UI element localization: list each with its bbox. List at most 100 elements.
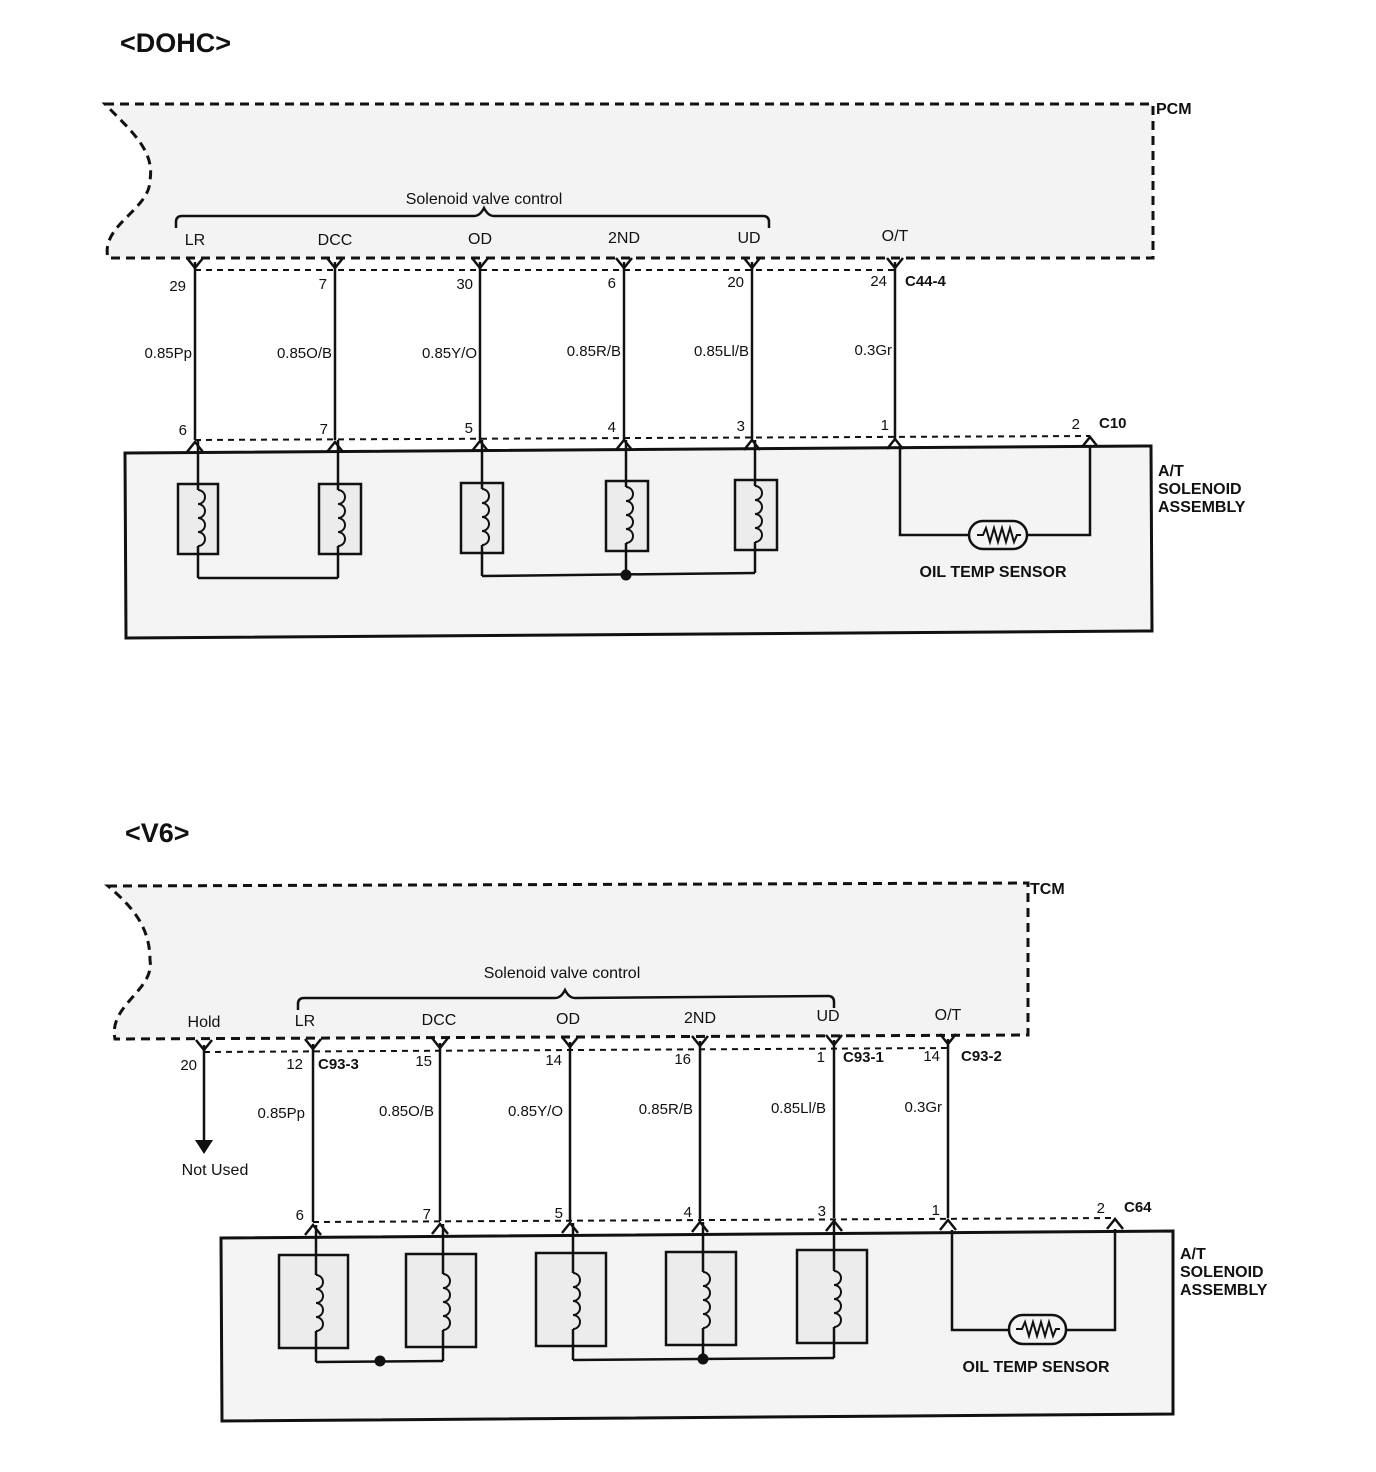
dohc-assembly-label-3: ASSEMBLY: [1158, 499, 1246, 516]
dohc-solenoid-lr: [176, 440, 220, 578]
dohc-group-label: Solenoid valve control: [406, 191, 563, 208]
v6-signal-ud: UD: [816, 1008, 839, 1025]
dohc-pcm-pin-od: 30: [456, 276, 473, 293]
dohc-wire-2nd: 0.85R/B: [567, 343, 621, 360]
v6-title: <V6>: [125, 818, 190, 848]
dohc-oil-temp-sensor-label: OIL TEMP SENSOR: [920, 564, 1067, 581]
dohc-solenoid-ud: [733, 440, 779, 573]
dohc-thermistor-icon: [967, 519, 1029, 551]
v6-wire-ot: 0.3Gr: [904, 1099, 942, 1116]
v6-assembly-label-3: ASSEMBLY: [1180, 1282, 1268, 1299]
dohc-pcm-pin-lr: 29: [169, 278, 186, 295]
dohc-title: <DOHC>: [120, 28, 231, 58]
v6-signal-od: OD: [556, 1011, 580, 1028]
v6-signal-lr: LR: [295, 1013, 315, 1030]
dohc-connector-c10: C10: [1099, 415, 1127, 432]
dohc-solenoid-od: [459, 440, 505, 576]
dohc-assembly-label-2: SOLENOID: [1158, 481, 1242, 498]
dohc-solenoid-dcc: [317, 440, 363, 578]
v6-asm-pin-dcc: 7: [423, 1206, 431, 1223]
v6-tcm-pin-lr: 12: [286, 1056, 303, 1073]
v6-asm-pin-od: 5: [555, 1205, 563, 1222]
v6-wire-lr: 0.85Pp: [257, 1105, 305, 1122]
v6-assembly-label-1: A/T: [1180, 1246, 1206, 1263]
dohc-signal-lr: LR: [185, 232, 205, 249]
v6-asm-pin-ot: 1: [932, 1202, 940, 1219]
v6-solenoid-dcc: [404, 1224, 478, 1361]
v6-signal-dcc: DCC: [422, 1012, 457, 1029]
v6-splice-dot-b: [697, 1353, 709, 1365]
dohc-signal-od: OD: [468, 231, 492, 248]
dohc-pcm-pin-ot: 24: [870, 273, 887, 290]
v6-solenoid-od: [534, 1223, 608, 1360]
dohc-pcm-pin-2nd: 6: [608, 275, 616, 292]
v6-solenoid-ud: [795, 1221, 869, 1358]
v6-section: <V6> TCM Solenoid valve control Hold LR …: [103, 818, 1268, 1423]
dohc-wire-od: 0.85Y/O: [422, 345, 477, 362]
dohc-solenoid-2nd: [604, 440, 650, 575]
dohc-wire-dcc: 0.85O/B: [277, 345, 332, 362]
v6-tcm-pin-dcc: 15: [415, 1053, 432, 1070]
v6-tcm-pin-od: 14: [545, 1052, 562, 1069]
v6-group-label: Solenoid valve control: [484, 965, 641, 982]
dohc-wire-lr: 0.85Pp: [144, 345, 192, 362]
dohc-section: <DOHC> PCM Solenoid valve control LR DCC…: [101, 28, 1246, 640]
dohc-asm-pin-od: 5: [465, 420, 473, 437]
v6-tcm-pin-ot: 14: [923, 1048, 940, 1065]
v6-connector-c93-3: C93-3: [318, 1056, 359, 1073]
v6-asm-connector-line: [312, 1217, 1116, 1223]
dohc-asm-pin-dcc: 7: [320, 421, 328, 438]
v6-wire-od: 0.85Y/O: [508, 1103, 563, 1120]
v6-splice-dot-a: [374, 1355, 386, 1367]
v6-asm-pin-ud: 3: [818, 1203, 826, 1220]
v6-thermistor-icon: [1007, 1313, 1068, 1346]
v6-oil-temp-sensor: [950, 1229, 1117, 1346]
v6-asm-pin-lr: 6: [296, 1207, 304, 1224]
v6-wire-ud: 0.85Ll/B: [771, 1100, 826, 1117]
v6-group-brace: [296, 987, 836, 1010]
v6-asm-pin-2nd: 4: [684, 1204, 692, 1221]
v6-wire-dcc: 0.85O/B: [379, 1103, 434, 1120]
v6-connector-c93-1: C93-1: [843, 1049, 884, 1066]
dohc-signal-ot: O/T: [882, 228, 909, 245]
v6-wire-2nd: 0.85R/B: [639, 1101, 693, 1118]
v6-tcm-pin-hold: 20: [180, 1057, 197, 1074]
dohc-wires: [186, 257, 904, 440]
v6-connector-c93-2: C93-2: [961, 1048, 1002, 1065]
v6-tcm-pin-2nd: 16: [674, 1051, 691, 1068]
v6-solenoid-lr: [277, 1225, 350, 1362]
pcm-label: PCM: [1156, 101, 1192, 118]
dohc-wire-ud: 0.85Ll/B: [694, 343, 749, 360]
v6-wires: [195, 1033, 957, 1222]
dohc-asm-pin-return: 2: [1072, 416, 1080, 433]
v6-signal-2nd: 2ND: [684, 1010, 716, 1027]
dohc-asm-pin-lr: 6: [179, 422, 187, 439]
tcm-label: TCM: [1030, 881, 1065, 898]
v6-signal-ot: O/T: [935, 1007, 962, 1024]
v6-hold-not-used: Not Used: [182, 1162, 249, 1179]
v6-asm-connectors: [304, 1216, 1124, 1236]
dohc-wire-ot: 0.3Gr: [854, 342, 892, 359]
v6-assembly-label-2: SOLENOID: [1180, 1264, 1264, 1281]
v6-signal-hold: Hold: [188, 1014, 221, 1031]
dohc-splice-dot: [620, 569, 632, 581]
dohc-assembly-label-1: A/T: [1158, 463, 1184, 480]
dohc-asm-pin-ud: 3: [737, 418, 745, 435]
v6-asm-pin-return: 2: [1097, 1200, 1105, 1217]
pcm-module-box: [101, 102, 1155, 260]
dohc-pcm-pin-dcc: 7: [319, 276, 327, 293]
v6-tcm-pin-ud: 1: [817, 1049, 825, 1066]
dohc-pcm-pin-ud: 20: [727, 274, 744, 291]
dohc-return-od-2nd-ud: [481, 571, 756, 578]
dohc-asm-connector-line: [194, 435, 1091, 441]
dohc-group-brace: [174, 205, 771, 228]
dohc-signal-2nd: 2ND: [608, 230, 640, 247]
v6-hold-arrow-icon: [195, 1140, 213, 1154]
tcm-module-box: [103, 881, 1030, 1041]
dohc-oil-temp-sensor: [898, 445, 1092, 551]
dohc-connector-c44-4: C44-4: [905, 273, 947, 290]
v6-tcm-connector-line: [203, 1047, 949, 1053]
v6-oil-temp-sensor-label: OIL TEMP SENSOR: [963, 1359, 1110, 1376]
dohc-asm-pin-2nd: 4: [608, 419, 616, 436]
